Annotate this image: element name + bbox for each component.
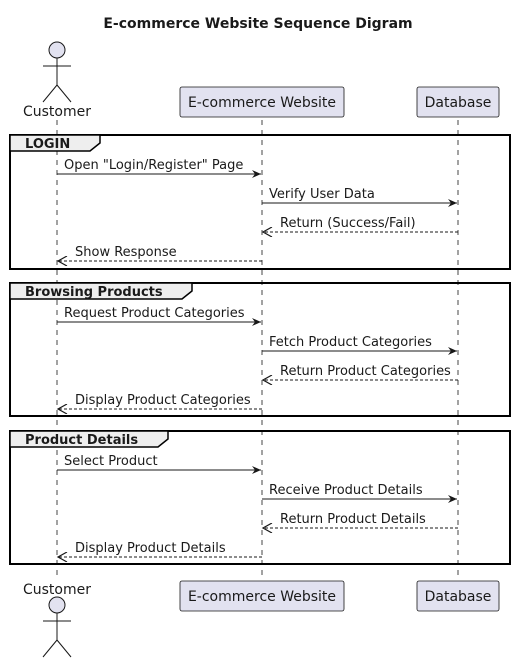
fragment-title: Product Details (25, 433, 138, 448)
message-label: Display Product Details (75, 541, 226, 556)
fragment-frame (9, 430, 511, 565)
participant-box (416, 86, 500, 118)
participant-label: Customer (23, 582, 91, 598)
participant-db-bottom: Database (416, 580, 500, 612)
message-label: Fetch Product Categories (269, 335, 432, 350)
actor-bottom: Customer (23, 582, 91, 658)
fragment-frame (9, 282, 511, 417)
message-label: Display Product Categories (75, 393, 251, 408)
participant-label: E-commerce Website (188, 589, 336, 605)
participant-web-bottom: E-commerce Website (179, 580, 345, 612)
fragment-header (9, 430, 169, 448)
participant-label: Customer (23, 104, 91, 120)
fragment-title: Browsing Products (25, 285, 163, 300)
actor-left-leg (42, 639, 58, 658)
message-label: Select Product (64, 454, 158, 469)
message-label: Return Product Categories (280, 364, 451, 379)
message-label: Return (Success/Fail) (280, 216, 416, 231)
message-label: Open "Login/Register" Page (64, 158, 243, 173)
actor-right-leg (56, 639, 72, 658)
actor-head-icon (48, 596, 66, 614)
message-label: Return Product Details (280, 512, 426, 527)
message-label: Request Product Categories (64, 306, 245, 321)
diagram-title: E-commerce Website Sequence Digram (103, 16, 412, 32)
actor-right-leg (56, 84, 72, 103)
message-label: Show Response (75, 245, 177, 260)
fragment-title: LOGIN (25, 137, 70, 152)
actor-head-icon (48, 41, 66, 59)
participant-box (179, 86, 345, 118)
participant-label: Database (425, 95, 492, 111)
participant-db-top: Database (416, 86, 500, 118)
actor-left-leg (42, 84, 58, 103)
participant-web-top: E-commerce Website (179, 86, 345, 118)
participant-box (416, 580, 500, 612)
fragment-frame (9, 134, 511, 270)
message-label: Verify User Data (269, 187, 375, 202)
fragment-header (9, 282, 193, 300)
fragment-header (9, 134, 101, 152)
actor-top: Customer (23, 41, 91, 120)
message-label: Receive Product Details (269, 483, 423, 498)
participant-label: E-commerce Website (188, 95, 336, 111)
participant-label: Database (425, 589, 492, 605)
participant-box (179, 580, 345, 612)
